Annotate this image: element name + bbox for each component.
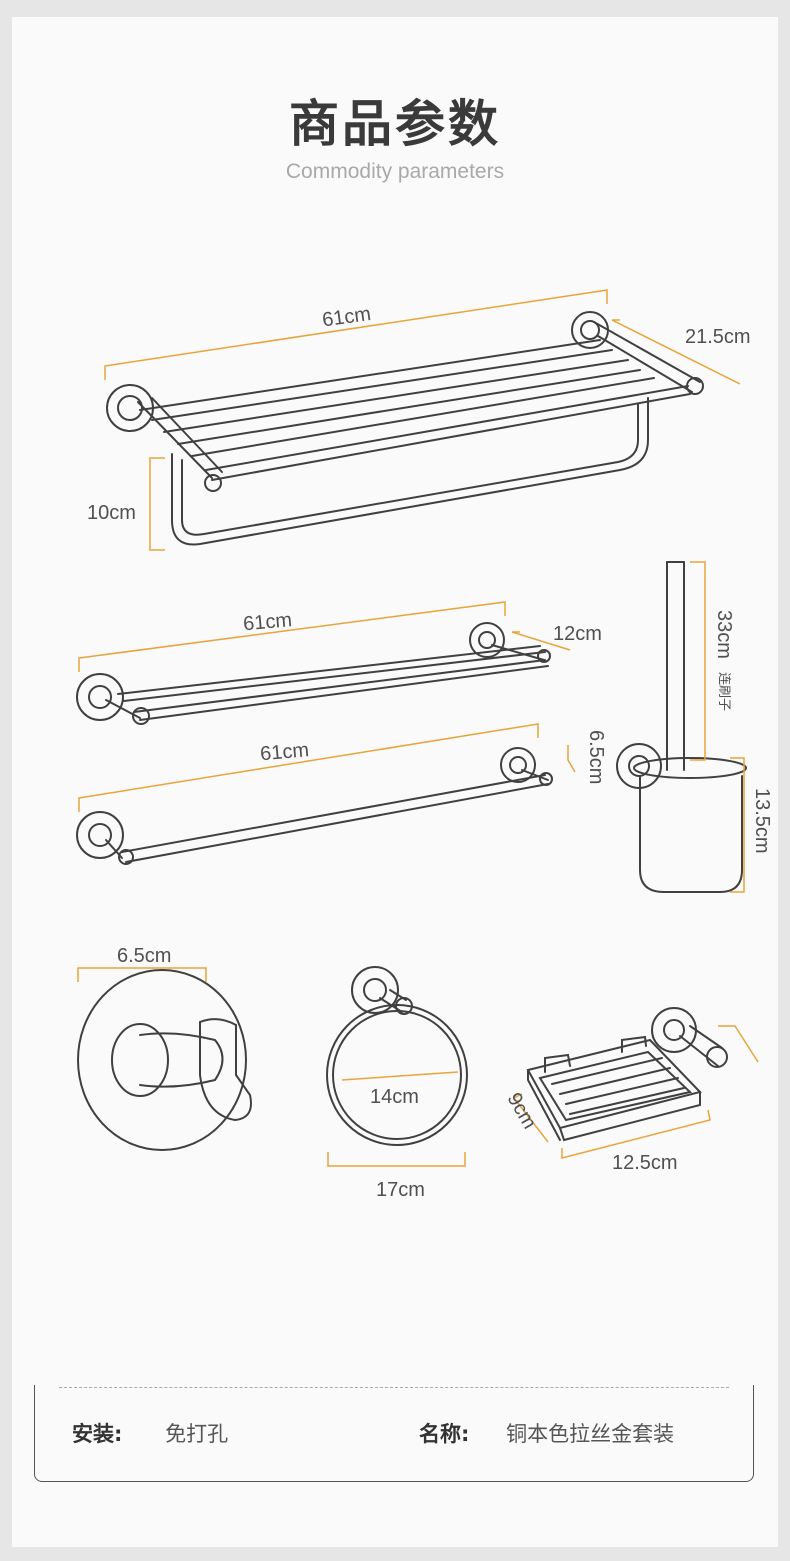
name-value: 铜本色拉丝金套装: [506, 1422, 675, 1446]
single-towel-bar-drawing: [76, 747, 553, 865]
content-card: [12, 17, 778, 1547]
double-towel-bar-drawing: [76, 622, 551, 725]
install-value: 免打孔: [165, 1422, 229, 1446]
towel-rack-drawing: [106, 311, 704, 546]
single-bar-width-label: 61cm: [259, 739, 310, 765]
towel-rack-height-label: 10cm: [87, 502, 136, 524]
product-info-box: 安装: 免打孔 名称: 铜本色拉丝金套装: [34, 1385, 754, 1482]
towel-ring-drawing: [326, 966, 468, 1146]
name-row: 名称: 铜本色拉丝金套装: [419, 1418, 674, 1448]
install-label: 安装:: [72, 1422, 123, 1446]
brush-note-label: 连刷子: [717, 672, 732, 711]
brush-length-label: 33cm: [713, 610, 735, 659]
single-bar-depth-label: 6.5cm: [585, 730, 607, 784]
double-bar-depth-label: 12cm: [553, 623, 602, 645]
brush-cup-height-label: 13.5cm: [751, 788, 773, 854]
dashed-divider: [59, 1387, 729, 1388]
dimension-lines: [77, 289, 759, 1167]
toilet-brush-drawing: [616, 561, 747, 893]
install-row: 安装: 免打孔: [72, 1418, 228, 1448]
page-title: 商品参数: [289, 95, 501, 153]
name-label: 名称:: [419, 1422, 470, 1446]
hook-width-label: 6.5cm: [117, 945, 171, 967]
soap-width-label: 12.5cm: [612, 1152, 678, 1174]
towel-rack-depth-label: 21.5cm: [685, 326, 751, 348]
double-bar-width-label: 61cm: [242, 609, 293, 635]
soap-depth-label: 9cm: [503, 1089, 541, 1133]
robe-hook-drawing: [77, 969, 252, 1151]
page-subtitle: Commodity parameters: [285, 160, 505, 183]
ring-inner-label: 14cm: [370, 1086, 419, 1108]
soap-basket-drawing: [526, 1007, 728, 1142]
ring-outer-label: 17cm: [376, 1179, 425, 1201]
